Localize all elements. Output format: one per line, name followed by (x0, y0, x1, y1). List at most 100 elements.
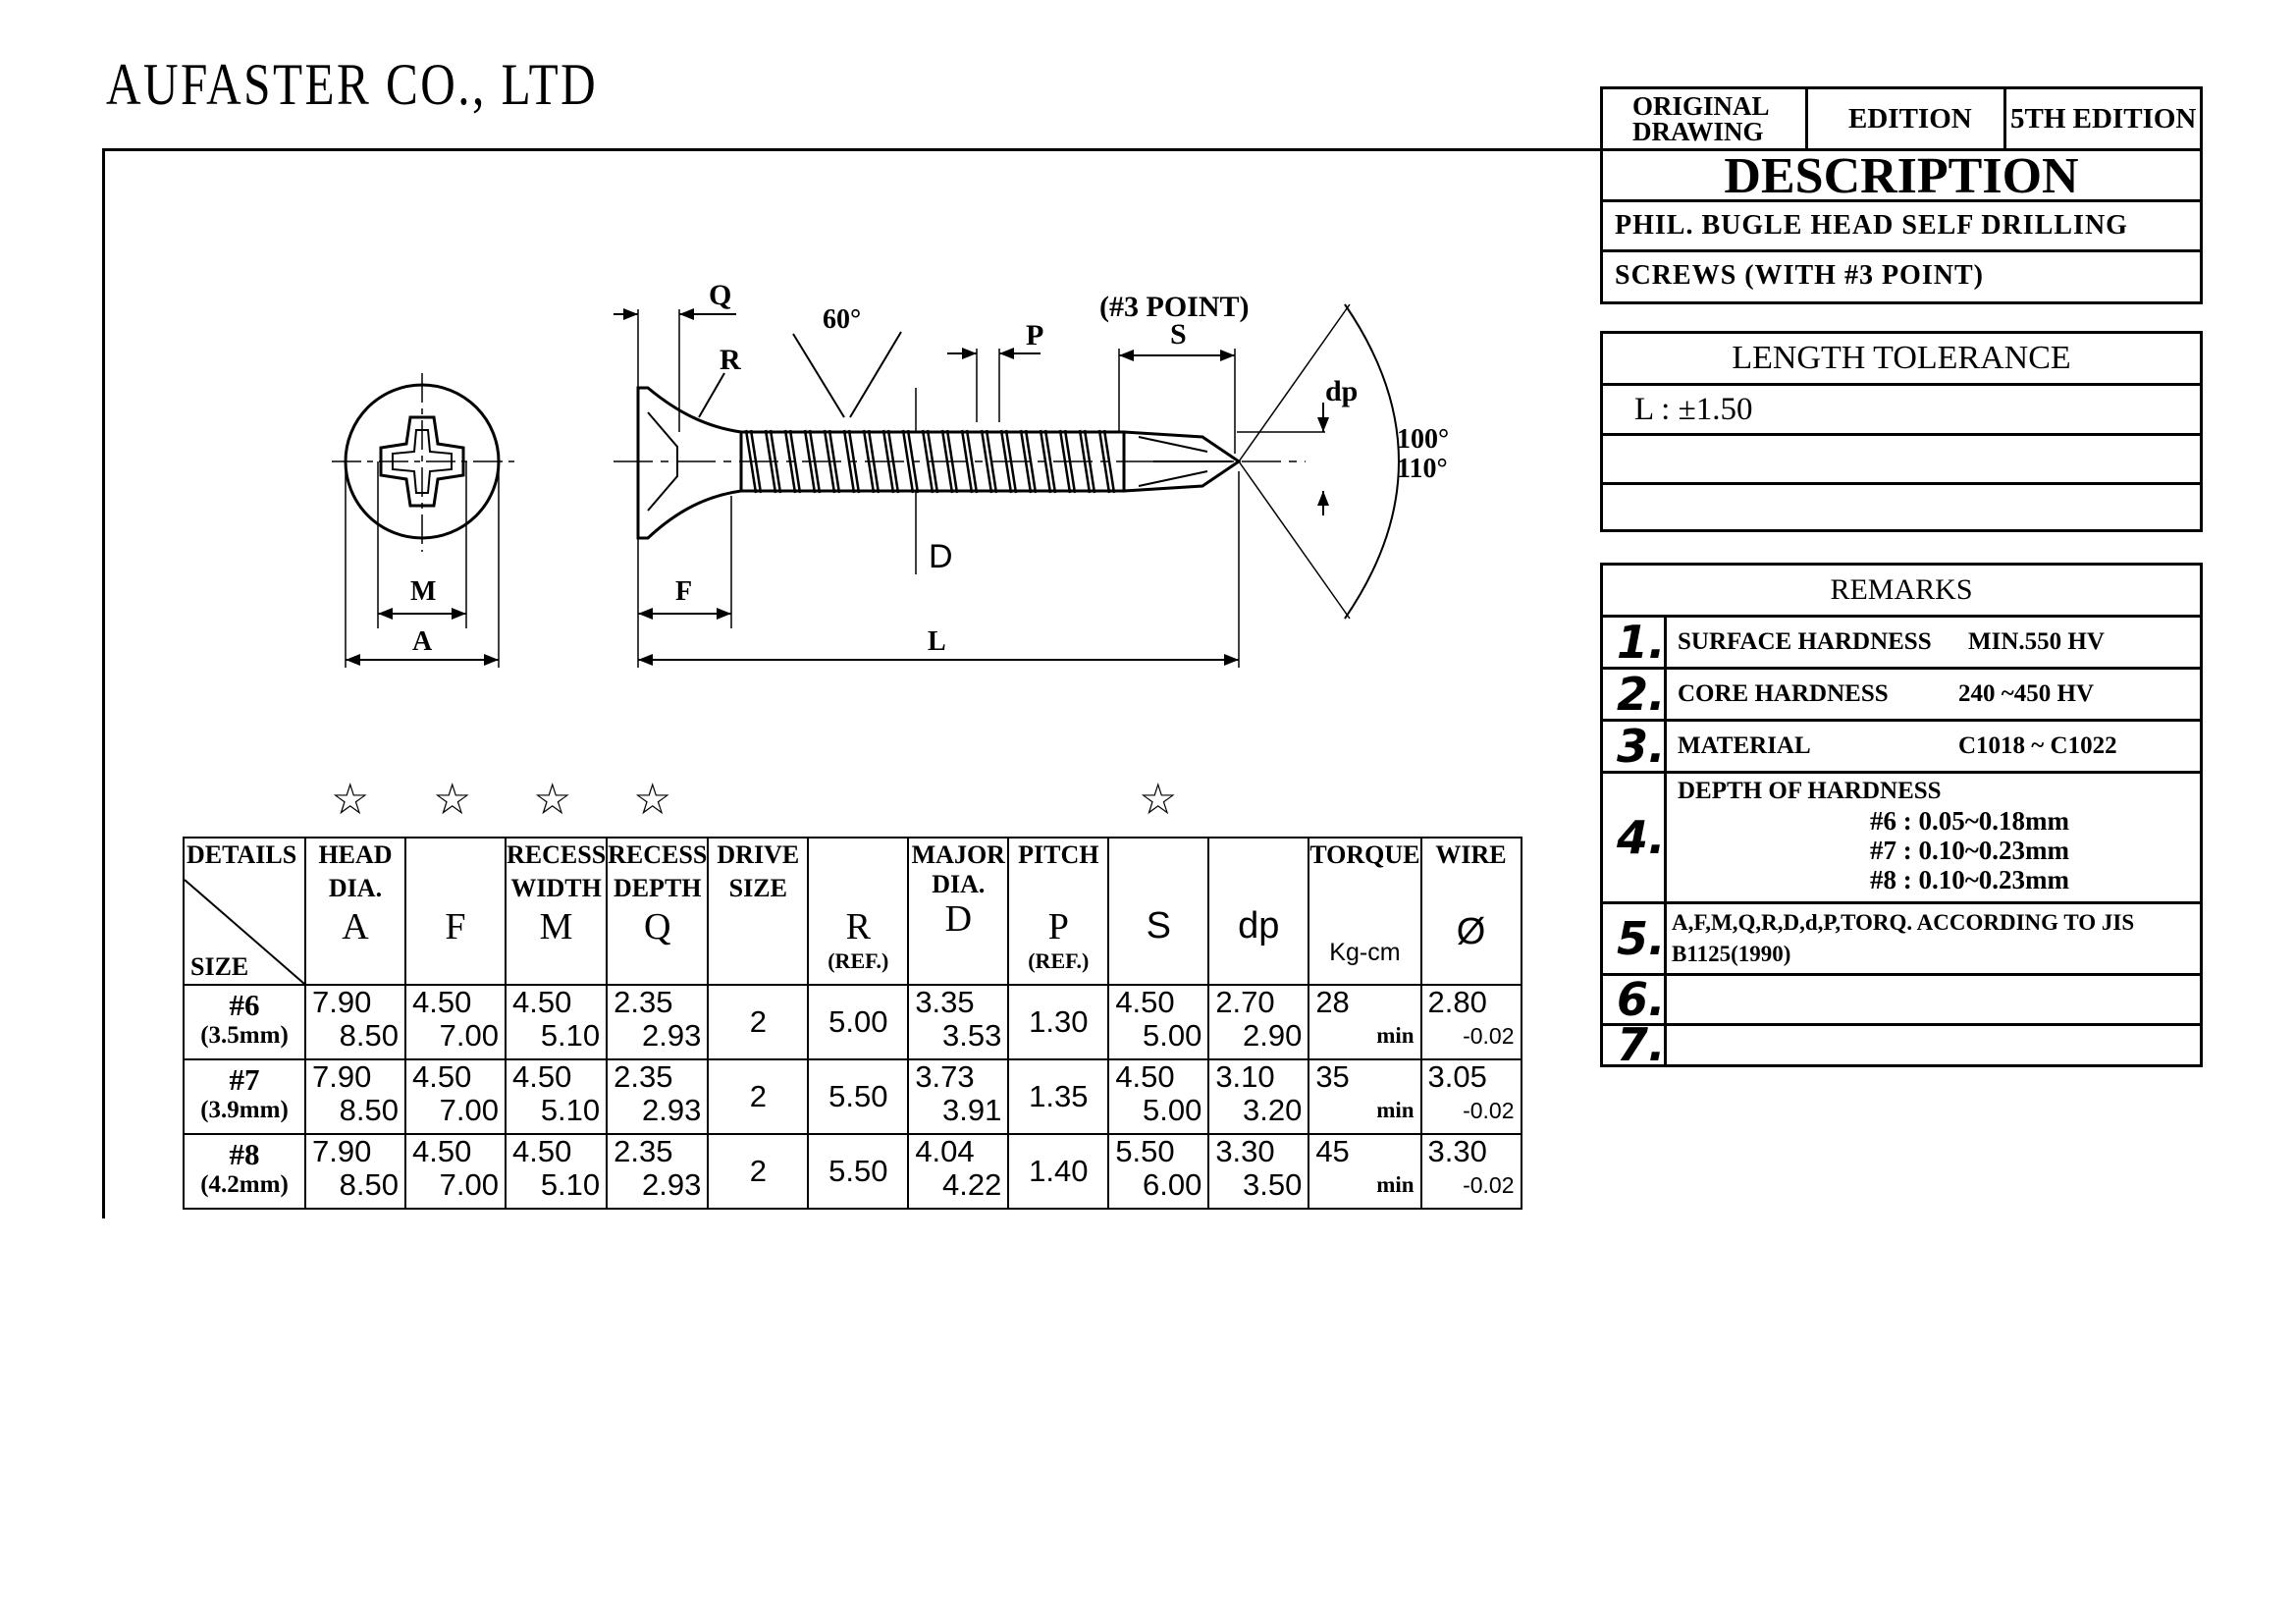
label-angle-110: 110° (1397, 454, 1448, 484)
remark-3-label: MATERIAL (1678, 732, 1811, 759)
cell-size: #6(3.5mm) (183, 984, 306, 1060)
remark-1-value: MIN.550 HV (1968, 628, 2105, 655)
remark-1-number: 1. (1617, 616, 1666, 669)
rm-divider-4 (1603, 901, 2200, 904)
label-L: L (928, 626, 946, 657)
size-header: SIZE (190, 952, 249, 981)
details-header: DETAILS (187, 840, 297, 869)
lt-divider-1 (1603, 383, 2200, 386)
col-header-wire: WIRE Ø (1419, 837, 1522, 986)
phillips-recess (379, 415, 465, 508)
rm-divider-1 (1603, 667, 2200, 670)
star-recess-depth: ☆ (633, 775, 672, 825)
label-M: M (410, 576, 437, 607)
rm-divider-5 (1603, 973, 2200, 976)
lt-divider-2 (1603, 433, 2200, 436)
remark-5-label-2: B1125(1990) (1672, 942, 1791, 966)
description-row-divider-2 (1603, 249, 2200, 252)
title-row-divider (1603, 148, 2200, 151)
star-head-dia: ☆ (331, 775, 370, 825)
label-dp: dp (1325, 375, 1359, 407)
col-header-dp: dp (1207, 837, 1310, 986)
remark-4-line-1: #6 : 0.05~0.18mm (1870, 805, 2070, 836)
cell-R: 5.50 (807, 1058, 910, 1135)
frame-left-rule (102, 148, 105, 1218)
remark-1-label: SURFACE HARDNESS (1678, 628, 1932, 655)
star-F: ☆ (433, 775, 472, 825)
length-tolerance-block: LENGTH TOLERANCE L : ±1.50 (1600, 331, 2203, 532)
label-angle-100: 100° (1397, 424, 1450, 455)
cell-size: #7(3.9mm) (183, 1058, 306, 1135)
description-line-1: PHIL. BUGLE HEAD SELF DRILLING (1615, 210, 2128, 241)
description-row-divider (1603, 199, 2200, 202)
remark-3-number: 3. (1617, 720, 1666, 773)
remark-4-number: 4. (1617, 811, 1666, 864)
label-P: P (1026, 319, 1044, 352)
col-header-R: R(REF.) (807, 837, 910, 986)
screw-threads (744, 429, 1116, 494)
label-Q: Q (709, 279, 732, 311)
label-angle-60: 60° (823, 304, 862, 335)
label-F: F (675, 576, 693, 607)
remark-3-value: C1018 ~ C1022 (1958, 732, 2117, 759)
drill-point (1122, 430, 1242, 493)
label-D: D (929, 538, 953, 575)
rm-divider-2 (1603, 719, 2200, 722)
cell-drive: 2 (707, 1133, 810, 1210)
frame-top-rule (102, 148, 1604, 151)
label-point: (#3 POINT) (1099, 291, 1250, 323)
remark-5-number: 5. (1617, 912, 1666, 965)
cell-P: 1.30 (1007, 984, 1110, 1060)
remark-4-label: DEPTH OF HARDNESS (1678, 778, 1942, 804)
rm-divider-0 (1603, 615, 2200, 618)
description-heading: DESCRIPTION (1724, 147, 2079, 204)
label-S: S (1170, 318, 1187, 351)
edition-value: 5TH EDITION (2010, 102, 2197, 135)
remark-5-label: A,F,M,Q,R,D,d,P,TORQ. ACCORDING TO JIS (1672, 910, 2135, 935)
length-tolerance-value: L : ±1.50 (1634, 391, 1753, 427)
col-header-P: PITCH P(REF.) (1007, 837, 1110, 986)
description-line-2: SCREWS (WITH #3 POINT) (1615, 260, 1984, 291)
remark-7-number: 7. (1617, 1018, 1666, 1071)
remark-2-value: 240 ~450 HV (1958, 680, 2095, 707)
cell-wire: 2.80-0.02 (1419, 984, 1522, 1060)
remark-2-label: CORE HARDNESS (1678, 680, 1889, 707)
title-col-divider-2 (2003, 89, 2006, 148)
screw-head (636, 386, 743, 540)
cell-P: 1.40 (1007, 1133, 1110, 1210)
col-header-torque: TORQUE Kg-cm (1308, 837, 1422, 986)
remark-4-line-3: #8 : 0.10~0.23mm (1870, 864, 2070, 894)
col-header-F: F (404, 837, 507, 986)
cell-wire: 3.05-0.02 (1419, 1058, 1522, 1135)
cell-drive: 2 (707, 984, 810, 1060)
star-recess-width: ☆ (533, 775, 572, 825)
phillips-recess-inner (392, 429, 453, 494)
label-A: A (412, 626, 433, 657)
cell-size: #8(4.2mm) (183, 1133, 306, 1210)
